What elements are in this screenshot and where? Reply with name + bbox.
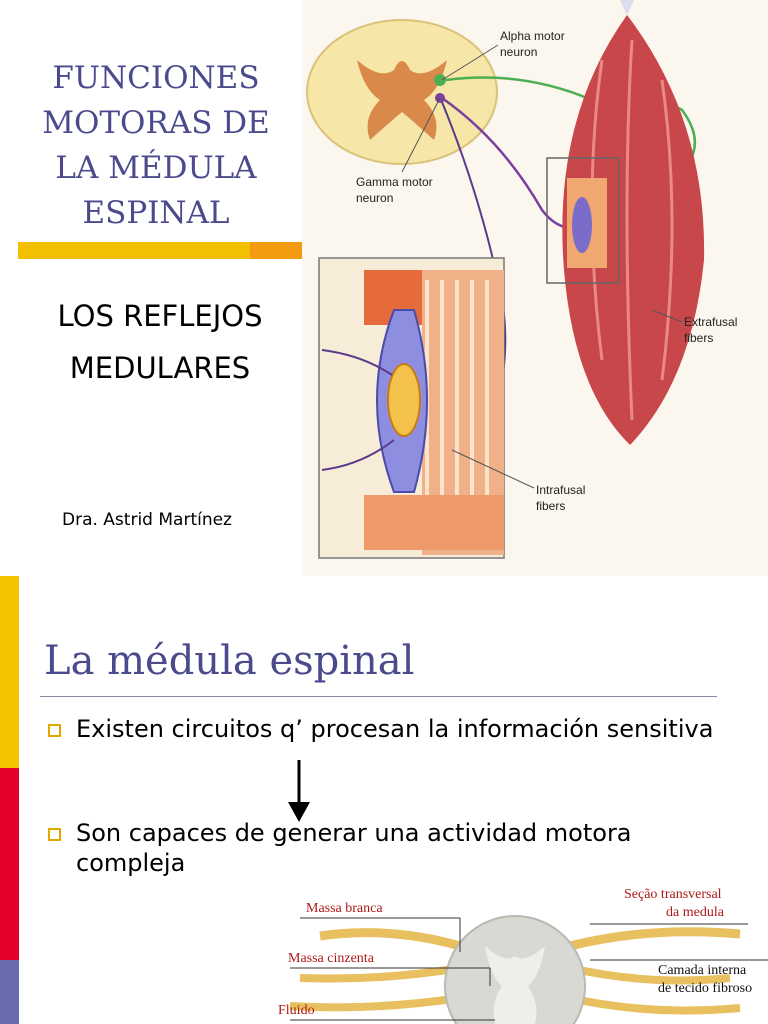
- title-slide: FUNCIONES MOTORAS DE LA MÉDULA ESPINAL L…: [18, 0, 768, 576]
- bullet-item: Existen circuitos q’ procesan la informa…: [48, 714, 728, 744]
- label-secao-transversal-2: da medula: [666, 905, 725, 920]
- label-extrafusal-2: fibers: [684, 331, 713, 345]
- muscle-spindle-illustration: Alpha motor neuron Gamma motor neuron Ex…: [302, 0, 768, 576]
- label-fluido: Fluido: [278, 1003, 315, 1018]
- label-alpha-motor-2: neuron: [500, 45, 537, 59]
- subtitle-line: LOS REFLEJOS: [57, 299, 263, 333]
- bullet-text: Existen circuitos q’ procesan la informa…: [76, 715, 714, 743]
- author-name: Dra. Astrid Martínez: [62, 510, 232, 530]
- label-massa-cinzenta: Massa cinzenta: [288, 951, 375, 966]
- label-massa-branca: Massa branca: [306, 901, 383, 916]
- label-gamma-motor-2: neuron: [356, 191, 393, 205]
- title-line: ESPINAL: [82, 195, 230, 231]
- bullet-text: Son capaces de generar una actividad mot…: [76, 819, 632, 877]
- spinal-cord-section: [306, 19, 498, 165]
- label-intrafusal-2: fibers: [536, 499, 565, 513]
- bullet-item: Son capaces de generar una actividad mot…: [48, 818, 728, 878]
- label-intrafusal: Intrafusal: [536, 483, 585, 497]
- spinal-cord-cross-section-illustration: Massa branca Massa cinzenta Fluido Seção…: [278, 887, 768, 1024]
- bullet-square-icon: [48, 828, 61, 841]
- title-line: LA MÉDULA: [55, 150, 257, 186]
- title-underline: [40, 696, 717, 697]
- title-line: FUNCIONES: [52, 60, 260, 96]
- label-camada-interna: Camada interna: [658, 963, 747, 978]
- label-alpha-motor: Alpha motor: [500, 29, 565, 43]
- subtitle-line: MEDULARES: [69, 351, 251, 385]
- arrow-down-icon: [288, 760, 310, 822]
- side-bar-purple: [0, 960, 19, 1024]
- spindle-inset: [318, 257, 505, 559]
- bullet-square-icon: [48, 724, 61, 737]
- title-divider: [18, 242, 302, 259]
- title-line: MOTORAS DE: [42, 105, 270, 141]
- label-camada-interna-2: de tecido fibroso: [658, 981, 752, 996]
- label-secao-transversal: Seção transversal: [624, 887, 722, 902]
- label-extrafusal: Extrafusal: [684, 315, 737, 329]
- side-bar-yellow: [0, 576, 19, 768]
- slide-subtitle: LOS REFLEJOS MEDULARES: [22, 290, 298, 394]
- slide-title: FUNCIONES MOTORAS DE LA MÉDULA ESPINAL: [18, 56, 294, 236]
- side-bar-red: [0, 768, 19, 960]
- label-gamma-motor: Gamma motor: [356, 175, 433, 189]
- slide-title: La médula espinal: [44, 638, 415, 684]
- content-slide: La médula espinal Existen circuitos q’ p…: [0, 576, 768, 1024]
